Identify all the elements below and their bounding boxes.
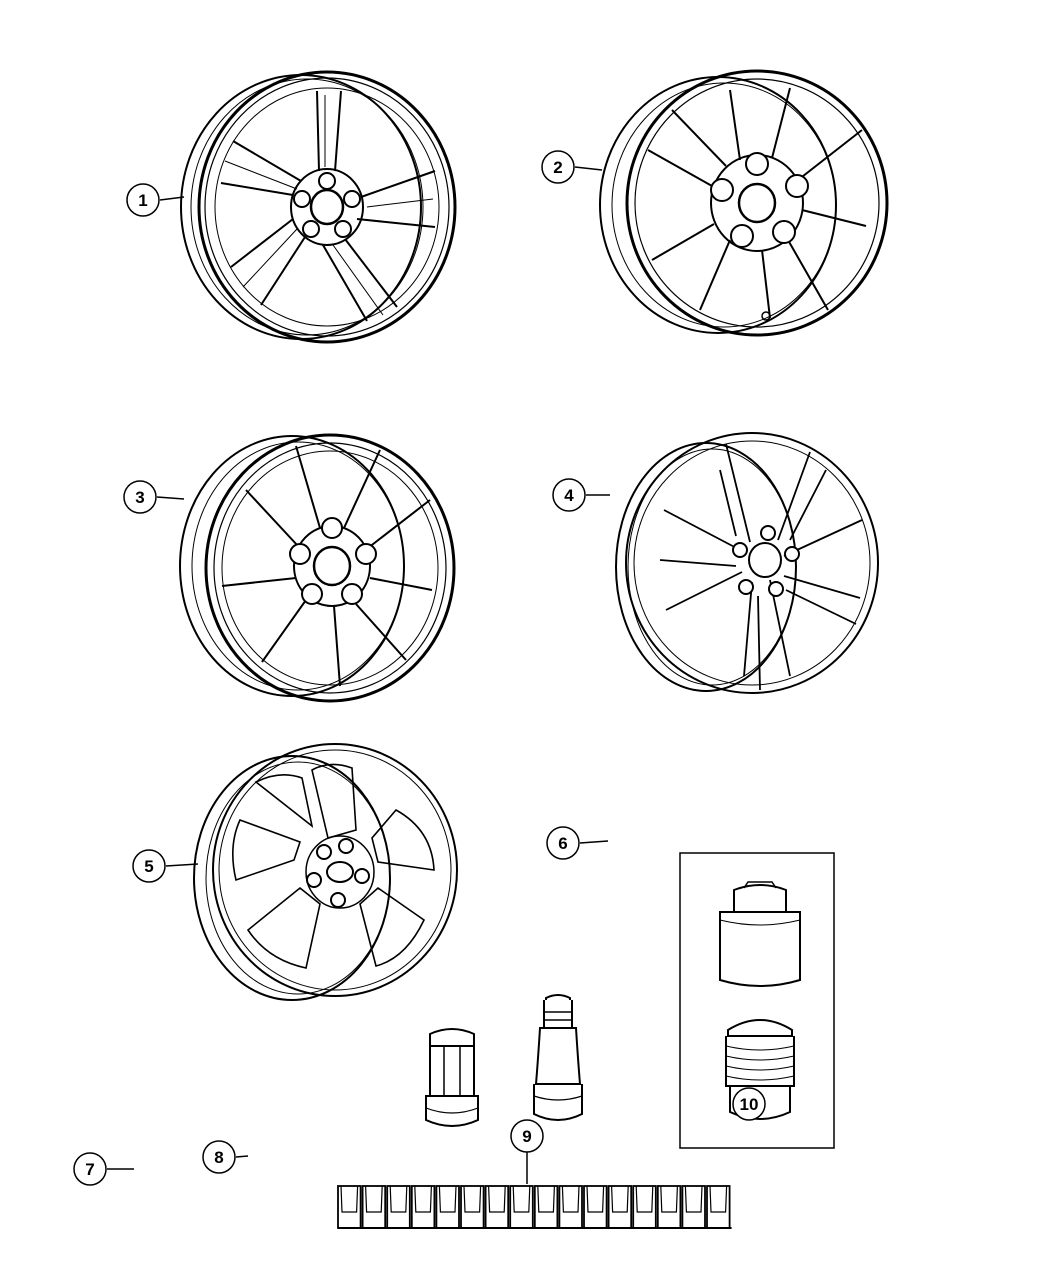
weight-segment <box>509 1185 534 1229</box>
weight-segment <box>706 1185 731 1229</box>
callout-4-label: 4 <box>564 486 574 505</box>
callout-7-label: 7 <box>85 1160 94 1179</box>
weight-segment <box>681 1185 706 1229</box>
weight-segment <box>484 1185 510 1229</box>
weight-segment <box>435 1185 460 1229</box>
callout-3-label: 3 <box>135 488 144 507</box>
callout-4: 4 <box>552 478 610 512</box>
weight-segment <box>656 1185 682 1229</box>
callout-7: 7 <box>73 1152 134 1186</box>
valve-stem <box>533 994 583 1121</box>
weight-segment <box>410 1185 436 1229</box>
lock-key <box>719 881 801 987</box>
wheel-2: 2 <box>541 69 889 337</box>
callout-1: 1 <box>126 183 185 217</box>
callout-1-label: 1 <box>138 191 147 210</box>
weight-segment <box>386 1185 411 1229</box>
callout-5-label: 5 <box>144 857 153 876</box>
callout-10: 10 <box>732 1087 766 1121</box>
weight-segment <box>558 1185 583 1229</box>
weight-segment <box>460 1185 485 1229</box>
weight-segment <box>533 1185 559 1229</box>
lock-nut <box>725 1019 795 1120</box>
callout-5: 5 <box>132 849 199 883</box>
callout-2: 2 <box>541 150 603 184</box>
weight-segment <box>632 1185 657 1229</box>
callout-10-label: 10 <box>740 1095 759 1114</box>
weight-segment <box>337 1185 362 1229</box>
wheel-lock-kit: 10 <box>679 852 835 1149</box>
callout-8: 8 <box>202 1140 249 1174</box>
callout-9: 9 <box>510 1119 544 1184</box>
wheel-4: 4 <box>552 432 879 694</box>
wheel-5: 5 <box>132 743 458 1001</box>
callout-6-label: 6 <box>558 834 567 853</box>
callout-2-label: 2 <box>553 158 562 177</box>
callout-3: 3 <box>123 480 185 514</box>
callout-6: 6 <box>546 826 609 860</box>
weight-segment <box>607 1185 633 1229</box>
weight-segment <box>583 1185 608 1229</box>
wheel-1: 1 <box>126 70 457 344</box>
weight-segment <box>361 1185 387 1229</box>
wheel-3: 3 <box>123 433 456 703</box>
callout-8-label: 8 <box>214 1148 223 1167</box>
lug-nut <box>425 1028 479 1127</box>
balance-weights: 9 <box>337 1119 732 1229</box>
callout-9-label: 9 <box>522 1127 531 1146</box>
weight-strip <box>337 1185 732 1229</box>
